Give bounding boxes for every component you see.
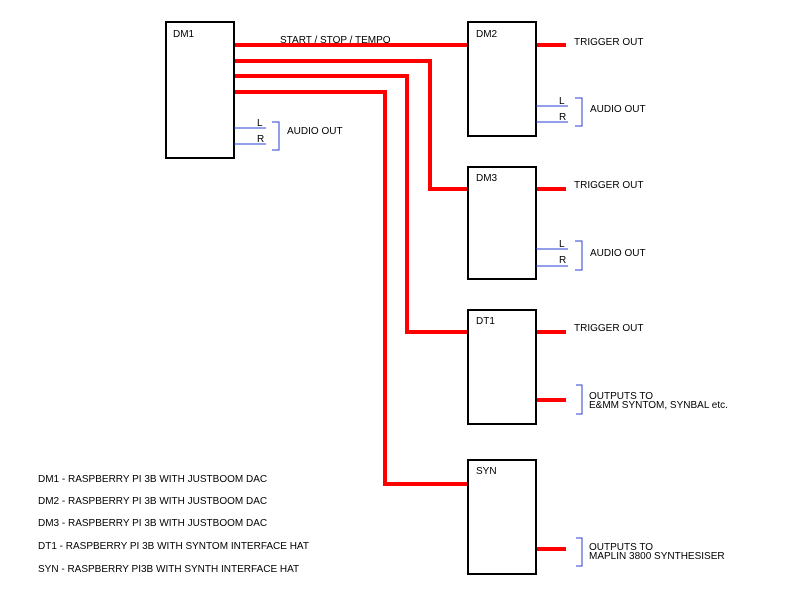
dm3-box [467, 166, 537, 280]
dt1-trigger-label: TRIGGER OUT [574, 323, 643, 334]
dm1-audio-out-label: AUDIO OUT [287, 126, 343, 137]
dm2-audio-out-label: AUDIO OUT [590, 104, 646, 115]
dm1-box [165, 21, 235, 159]
wire-dm1-dt1 [234, 74, 468, 334]
dm3-right-label: R [559, 255, 566, 266]
dt1-box [467, 309, 537, 425]
dt1-outputs-line2: E&MM SYNTOM, SYNBAL etc. [589, 400, 728, 411]
dm2-box [467, 21, 537, 137]
dm3-trigger-label: TRIGGER OUT [574, 180, 643, 191]
legend-item-dt1: DT1 - RASPBERRY PI 3B WITH SYNTOM INTERF… [38, 541, 309, 552]
dm1-audio-bracket [272, 121, 280, 151]
dm2-audio-bracket [575, 97, 583, 127]
dm2-trigger-label: TRIGGER OUT [574, 37, 643, 48]
dm1-label: DM1 [173, 29, 195, 40]
syn-label: SYN [476, 466, 497, 477]
legend-item-dm2: DM2 - RASPBERRY PI 3B WITH JUSTBOOM DAC [38, 496, 268, 507]
dt1-outputs-line1: OUTPUTS TO [589, 391, 653, 402]
syn-outputs-line1: OUTPUTS TO [589, 542, 653, 553]
wire-dm1-syn [234, 90, 468, 486]
legend-item-dm3: DM3 - RASPBERRY PI 3B WITH JUSTBOOM DAC [38, 518, 268, 529]
dm3-audio-out-label: AUDIO OUT [590, 248, 646, 259]
dm3-left-label: L [559, 239, 565, 250]
dm1-right-label: R [257, 134, 264, 145]
dm3-label: DM3 [476, 173, 498, 184]
dm1-left-label: L [257, 118, 263, 129]
dm2-right-label: R [559, 112, 566, 123]
dm2-label: DM2 [476, 29, 498, 40]
wire-dm1-dm3 [234, 59, 468, 191]
syn-box [467, 459, 537, 575]
dm3-audio-bracket [575, 240, 583, 271]
bus-label: START / STOP / TEMPO [280, 35, 391, 46]
dm2-left-label: L [559, 96, 565, 107]
syn-outputs-line2: MAPLIN 3800 SYNTHESISER [589, 551, 725, 562]
dt1-label: DT1 [476, 316, 495, 327]
legend-item-syn: SYN - RASPBERRY PI3B WITH SYNTH INTERFAC… [38, 564, 300, 575]
syn-outputs-bracket [576, 537, 583, 567]
legend-item-dm1: DM1 - RASPBERRY PI 3B WITH JUSTBOOM DAC [38, 474, 268, 485]
dt1-outputs-bracket [576, 384, 583, 415]
